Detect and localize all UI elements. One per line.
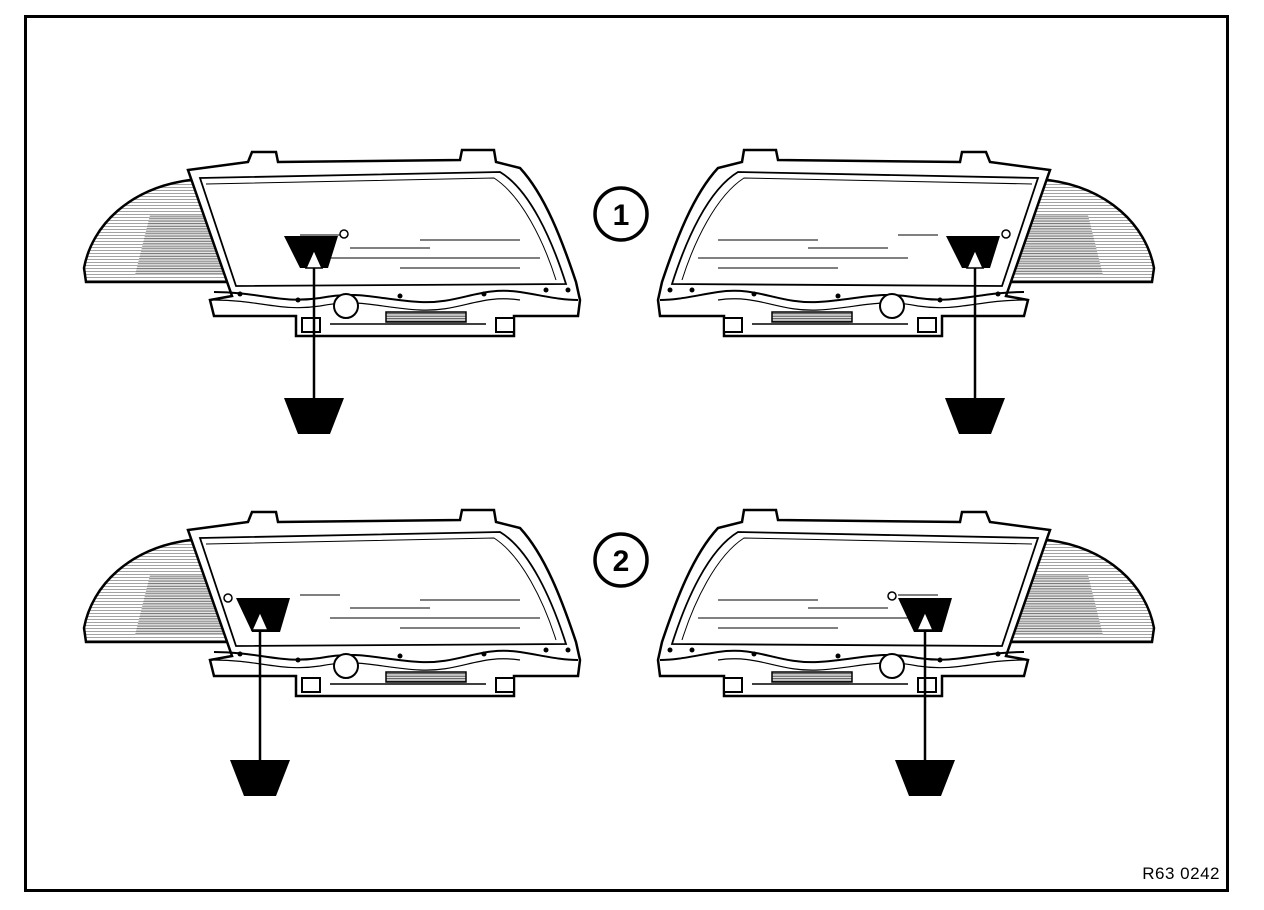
headlight-bottom-left bbox=[82, 508, 582, 698]
callout-1: 1 bbox=[593, 186, 649, 242]
callout-2-label: 2 bbox=[613, 545, 630, 578]
adjust-marker-bottom-right bbox=[887, 591, 955, 796]
adjust-marker-top-left bbox=[284, 229, 349, 434]
callout-1-label: 1 bbox=[613, 199, 630, 232]
diagram-frame bbox=[24, 15, 1229, 892]
reference-code: R63 0242 bbox=[1142, 864, 1220, 883]
adjust-marker-top-right bbox=[945, 229, 1011, 434]
callout-2: 2 bbox=[593, 532, 649, 588]
adjust-marker-bottom-left bbox=[223, 593, 290, 796]
headlight-top-right bbox=[656, 148, 1156, 338]
